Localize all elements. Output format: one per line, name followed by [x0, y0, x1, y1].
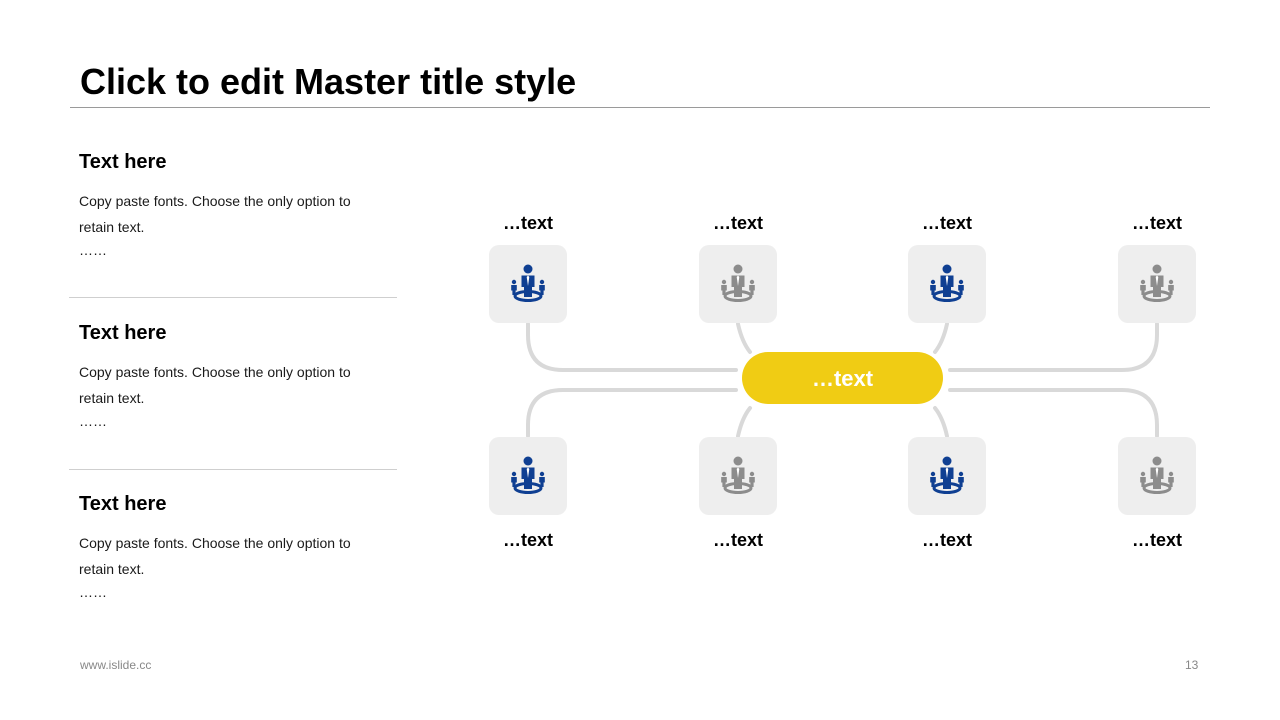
node-top-2: …text: [699, 213, 777, 323]
center-label: …text: [812, 366, 874, 391]
section-ellipsis: ……: [79, 242, 107, 258]
node-top-4: …text: [1118, 213, 1196, 323]
section-body: Copy paste fonts. Choose the only option…: [79, 535, 351, 577]
node-label: …text: [922, 530, 972, 550]
node-label: …text: [1132, 530, 1182, 550]
node-bottom-1: …text: [489, 437, 567, 550]
slide-title: Click to edit Master title style: [80, 61, 577, 102]
center-pill: [742, 352, 943, 404]
text-section-2: Text here Copy paste fonts. Choose the o…: [79, 321, 379, 431]
footer-url: www.islide.cc: [80, 658, 152, 672]
page-number: 13: [1185, 658, 1199, 672]
section-heading: Text here: [79, 493, 167, 515]
node-bottom-2: …text: [699, 437, 777, 550]
node-label: …text: [713, 530, 763, 550]
node-bottom-4: …text: [1118, 437, 1196, 550]
node-top-3: …text: [908, 213, 986, 323]
node-label: …text: [1132, 213, 1182, 233]
section-body: Copy paste fonts. Choose the only option…: [79, 364, 351, 406]
node-label: …text: [713, 213, 763, 233]
node-label: …text: [503, 213, 553, 233]
text-section-1: Text here Copy paste fonts. Choose the o…: [79, 150, 379, 260]
node-label: …text: [503, 530, 553, 550]
text-section-3: Text here Copy paste fonts. Choose the o…: [79, 492, 379, 602]
center-hub: …text: [742, 352, 943, 404]
section-heading: Text here: [79, 151, 167, 173]
connector-lines: [526, 322, 1159, 438]
node-top-1: …text: [489, 213, 567, 323]
section-divider: [69, 469, 397, 470]
section-divider: [69, 297, 397, 298]
node-label: …text: [922, 213, 972, 233]
section-ellipsis: ……: [79, 584, 107, 600]
title-divider: [70, 107, 1210, 108]
node-bottom-3: …text: [908, 437, 986, 550]
section-body: Copy paste fonts. Choose the only option…: [79, 193, 351, 235]
section-heading: Text here: [79, 322, 167, 344]
section-ellipsis: ……: [79, 413, 107, 429]
